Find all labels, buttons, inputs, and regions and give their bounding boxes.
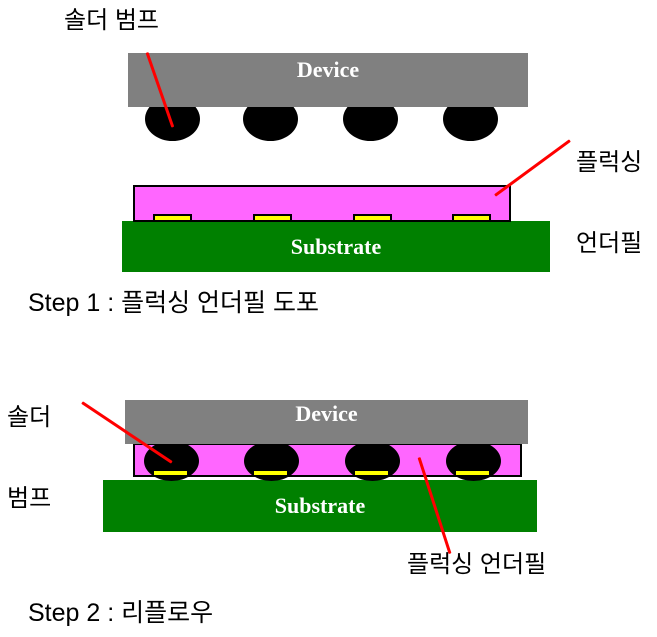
step1-solder-bump-label: 솔더 범프	[64, 7, 159, 34]
step1-fluxing-underfill-layer	[133, 185, 511, 222]
step2-substrate-bar: Substrate	[103, 480, 537, 532]
step2-bond-pad-3	[353, 469, 390, 477]
step2-fluxing-underfill-label: 플럭싱 언더필	[407, 551, 547, 578]
step1-device-label: Device	[296, 57, 360, 82]
step1-bond-pad-4	[452, 214, 491, 222]
step1-bond-pad-3	[353, 214, 392, 222]
step2-substrate-label: Substrate	[274, 493, 366, 518]
step1-substrate-bar: Substrate	[122, 221, 550, 272]
step2-solder-bump-label-line2: 범프	[7, 485, 52, 512]
step2-bond-pad-4	[454, 469, 491, 477]
step2-bond-pad-1	[152, 469, 189, 477]
step2-solder-bump-label: 솔더 범프	[7, 350, 51, 566]
step1-caption: Step 1 : 플럭싱 언더필 도포	[28, 289, 320, 317]
step1-substrate-label: Substrate	[290, 233, 382, 259]
step1-fluxing-underfill-label: 플럭싱 언더필	[576, 95, 642, 311]
step1-fluxing-underfill-label-line2: 언더필	[576, 230, 643, 257]
step2-solder-bump-label-line1: 솔더	[7, 404, 52, 431]
step1-underfill-pointer-line	[494, 138, 571, 197]
step2-device-bar: Device	[125, 400, 528, 444]
step1-device-bar: Device	[128, 53, 528, 107]
step1-bond-pad-2	[253, 214, 292, 222]
step2-device-label: Device	[295, 401, 358, 426]
step1-fluxing-underfill-label-line1: 플럭싱	[576, 149, 643, 176]
step2-bond-pad-2	[252, 469, 289, 477]
step2-caption: Step 2 : 리플로우	[28, 599, 214, 627]
step1-bond-pad-1	[153, 214, 192, 222]
